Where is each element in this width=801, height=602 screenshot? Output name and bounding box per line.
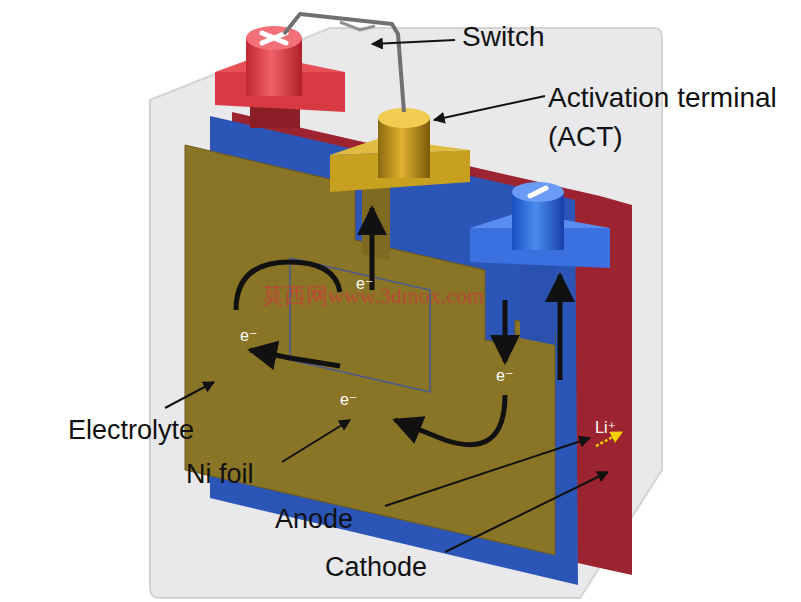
anode-tab	[520, 255, 555, 345]
battery-case	[150, 28, 662, 598]
minus-symbol	[530, 188, 546, 196]
part-label: Electrolyte	[68, 414, 194, 446]
ni-foil	[185, 145, 555, 555]
electron-flow	[236, 208, 560, 445]
part-label: Switch	[462, 20, 544, 54]
electron-label: e⁻	[356, 274, 373, 293]
electron-label: e⁻	[340, 390, 357, 409]
ni-foil-slot	[290, 258, 430, 392]
leader-lines	[165, 40, 608, 552]
part-label: Anode	[275, 503, 353, 535]
electron-label: e⁻	[496, 366, 513, 385]
electron-label: e⁻	[240, 326, 257, 345]
switch-wire	[284, 14, 404, 112]
plus-symbol	[262, 33, 286, 43]
part-label: Activation terminal (ACT)	[548, 78, 788, 156]
part-label: Cathode	[325, 551, 427, 583]
ion-label: Li⁺	[595, 418, 616, 437]
part-label: Ni foil	[186, 458, 254, 490]
